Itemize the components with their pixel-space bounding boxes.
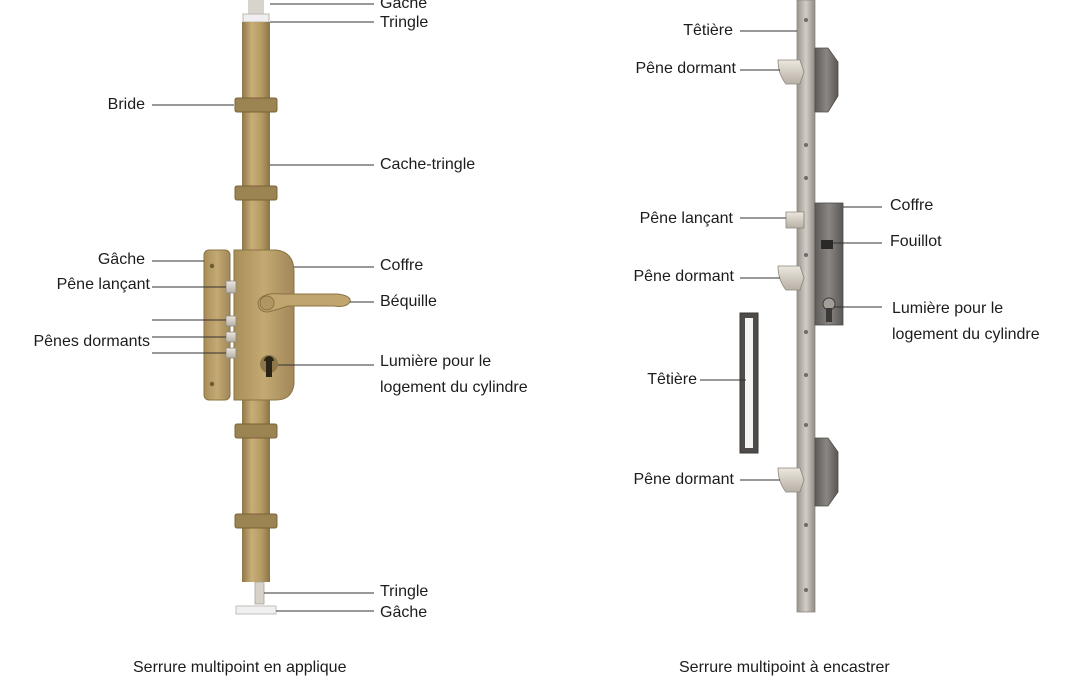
label-fouillot: Fouillot [890,233,942,250]
bolts [225,280,237,359]
label-tetiere-mid: Têtière [647,371,697,388]
label-tringle-top: Tringle [380,14,429,31]
label-penes-dormants: Pênes dormants [33,333,150,350]
label-coffre-right: Coffre [890,197,934,214]
top-dead-bolt [777,59,805,85]
label-coffre-left: Coffre [380,257,424,274]
bottom-dead-bolt [777,467,805,493]
label-bequille: Béquille [380,293,437,310]
label-gache-bottom: Gâche [380,604,428,621]
label-lumiere-right-1: Lumière pour le [892,300,1004,317]
caption-surface-lock: Serrure multipoint en applique [133,659,347,676]
bottom-bolt-box [814,437,839,507]
faceplate [796,0,816,613]
label-gache-top: Gâche [380,0,428,12]
label-pene-dormant-top: Pêne dormant [635,60,736,77]
follower [821,240,833,249]
faceplate-holes [804,18,808,592]
label-lumiere-left-2: logement du cylindre [380,379,528,396]
strike-plate-slot [745,318,753,448]
left-leader-lines [152,3,374,612]
mortise-lock-drawing [739,0,844,613]
caption-mortise-lock: Serrure multipoint à encastrer [679,659,890,676]
label-pene-dormant-bottom: Pêne dormant [633,471,734,488]
top-strike [242,13,270,23]
handle-lever [257,293,351,313]
bride-clamps [234,97,278,529]
label-tringle-bottom: Tringle [380,583,429,600]
bottom-rod [254,581,265,605]
lock-box [233,249,295,401]
right-leader-lines [700,30,882,481]
label-pene-dormant-mid: Pêne dormant [633,268,734,285]
latch-bolt [785,211,805,229]
surface-lock-drawing [203,0,351,615]
label-bride: Bride [107,96,145,113]
top-bolt-box [814,47,839,113]
bottom-strike [235,605,277,615]
label-pene-lancant-right: Pêne lançant [639,210,733,227]
label-lumiere-left-1: Lumière pour le [380,353,492,370]
mid-dead-bolt [777,265,805,291]
label-cache-tringle: Cache-tringle [380,156,476,173]
label-gache-side: Gâche [97,251,145,268]
label-tetiere-top: Têtière [683,22,733,39]
label-pene-lancant-left: Pêne lançant [56,276,150,293]
label-lumiere-right-2: logement du cylindre [892,326,1040,343]
